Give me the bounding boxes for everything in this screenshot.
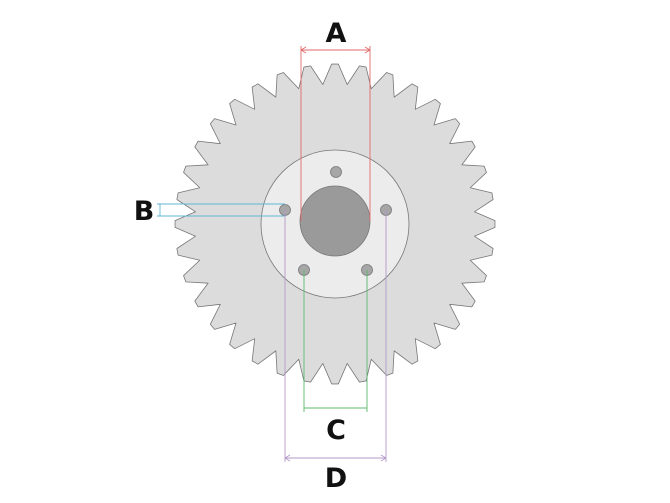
label-b: B	[134, 196, 155, 227]
dimension-b	[157, 203, 285, 217]
center-bore	[299, 185, 371, 257]
dimension-a	[300, 46, 371, 221]
label-c: C	[326, 415, 346, 446]
label-d: D	[325, 463, 347, 494]
label-a: A	[326, 18, 347, 49]
dimension-c	[303, 270, 368, 412]
dimension-d	[284, 210, 387, 462]
bolt-hole	[330, 166, 342, 178]
